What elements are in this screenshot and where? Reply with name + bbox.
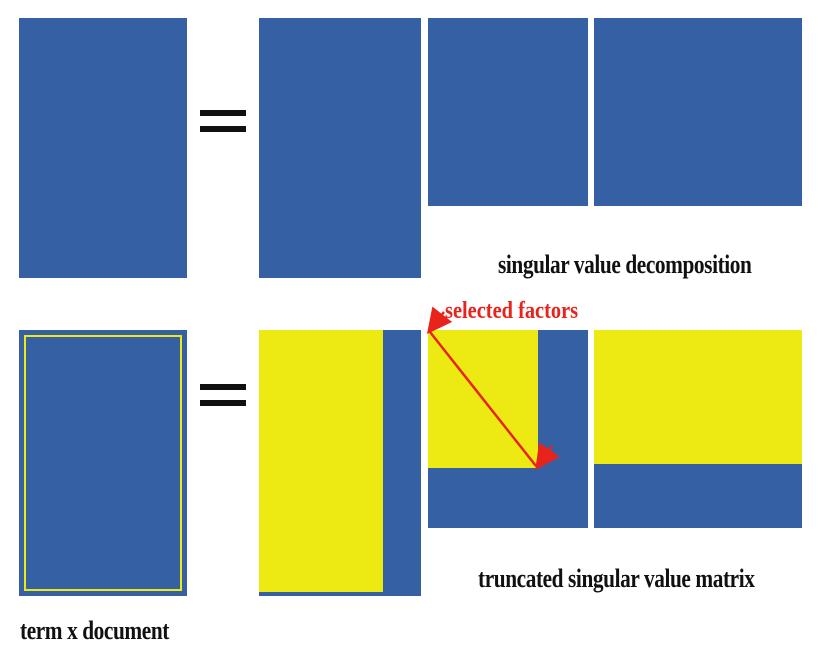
svd-caption: singular value decomposition [498, 250, 752, 279]
arrow-to-top-left [426, 306, 453, 334]
singular-values-matrix [428, 18, 588, 206]
truncated-caption: truncated singular value matrix [478, 564, 755, 593]
truncated-singular-values [428, 330, 588, 528]
right-singular-vectors-matrix [594, 18, 802, 206]
term-document-caption: term x document [20, 616, 169, 645]
term-document-matrix [19, 18, 187, 278]
left-singular-vectors-matrix [259, 18, 421, 278]
term-document-matrix-approx [19, 330, 187, 596]
equals-sign-bottom [200, 384, 246, 412]
truncated-right-singular-vectors [594, 330, 802, 528]
selected-rows [594, 330, 802, 464]
approx-border [24, 335, 182, 591]
truncated-left-singular-vectors [259, 330, 421, 596]
selected-singular-values [428, 330, 538, 468]
selected-factors-label: selected factors [445, 298, 579, 324]
selected-columns [259, 330, 383, 592]
equals-sign-top [200, 110, 246, 138]
